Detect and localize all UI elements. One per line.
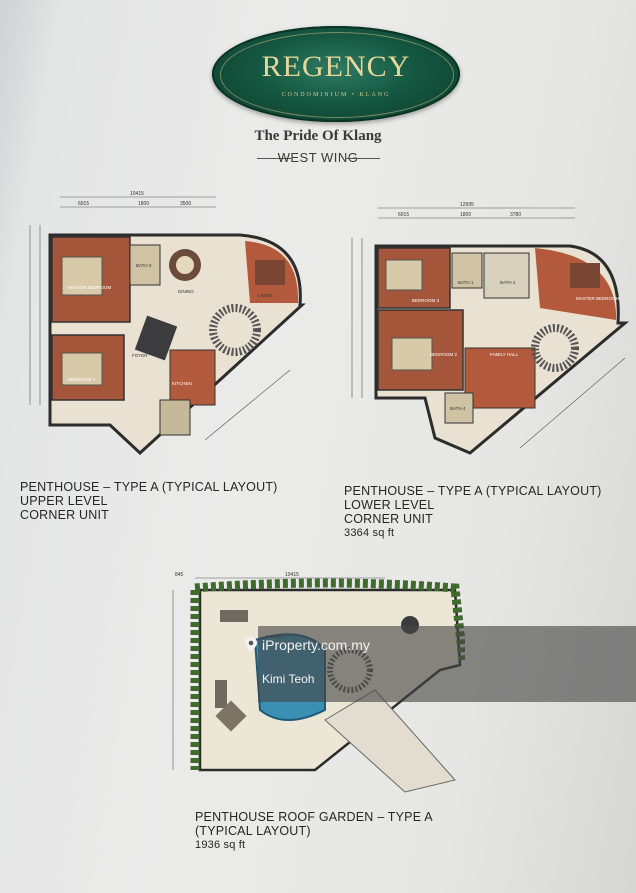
caption-roof-garden: PENTHOUSE ROOF GARDEN – TYPE A (TYPICAL … [195,810,433,852]
room-kitchen: KITCHEN [172,381,192,386]
dim-roof-a: 845 [175,572,184,578]
wing-divider-left [257,158,291,159]
room-bath-1: BATH 1 [458,280,474,285]
dim-roof-b: 10415 [285,572,299,578]
room-family-hall: FAMILY HALL [490,352,519,357]
room-dining: DINING [178,289,194,294]
dim-lower-b: 1800 [460,212,471,218]
location-pin-icon [245,637,257,651]
room-master-bedroom-lower: MASTER BEDROOM [576,296,620,301]
dim-upper-c: 1800 [138,201,149,207]
room-living: LIVING [258,293,273,298]
caption-upper-line-3: CORNER UNIT [20,508,110,522]
dim-lower-a: 6915 [398,212,409,218]
dim-upper-b: 3500 [180,201,191,207]
caption-lower-level: PENTHOUSE – TYPE A (TYPICAL LAYOUT) LOWE… [344,484,602,540]
room-bath-2: BATH 2 [500,280,516,285]
room-bedroom-3: BEDROOM 3 [412,298,440,303]
room-bedroom-2: BEDROOM 2 [430,352,458,357]
logo-ring [220,32,454,118]
dim-lower-total: 12995 [460,202,474,208]
caption-roof-line-1: PENTHOUSE ROOF GARDEN – TYPE A [195,810,433,824]
caption-upper-level: PENTHOUSE – TYPE A (TYPICAL LAYOUT) UPPE… [20,480,278,522]
floor-plan-lower: 12995 6915 1800 3780 BEDROOM 3 MASTER BE… [351,202,630,455]
dim-lower-c: 3780 [510,212,521,218]
wing-title: WEST WING [277,150,359,165]
floor-plan-upper: 10415 6915 3500 1800 MASTER BEDROOM BEDR… [29,191,306,455]
room-bath-4: BATH 4 [450,406,466,411]
brand-name: REGENCY [261,50,411,83]
room-bath-3: BATH 3 [136,263,152,268]
caption-lower-area: 3364 sq ft [344,527,395,539]
room-master-bedroom-upper: MASTER BEDROOM [68,285,112,290]
caption-upper-line-1: PENTHOUSE – TYPE A (TYPICAL LAYOUT) [20,480,278,494]
room-foyer: FOYER [132,353,148,358]
dim-upper-total: 10415 [130,191,144,197]
dim-upper-a: 6915 [78,201,89,207]
wing-divider-right [346,158,380,159]
tagline: The Pride Of Klang [254,128,382,144]
brand-subtitle: CONDOMINIUM • KLANG [281,92,391,98]
caption-lower-line-2: LOWER LEVEL [344,498,435,512]
caption-upper-line-2: UPPER LEVEL [20,494,108,508]
watermark-site: iProperty.com.my [262,637,370,653]
caption-lower-line-3: CORNER UNIT [344,512,434,526]
caption-roof-line-2: (TYPICAL LAYOUT) [195,824,311,838]
caption-roof-area: 1936 sq ft [195,839,246,851]
watermark-overlay [258,626,636,702]
watermark-user: Kimi Teoh [262,672,315,686]
caption-lower-line-1: PENTHOUSE – TYPE A (TYPICAL LAYOUT) [344,484,602,498]
room-bedroom-4: BEDROOM 4 [68,377,96,382]
